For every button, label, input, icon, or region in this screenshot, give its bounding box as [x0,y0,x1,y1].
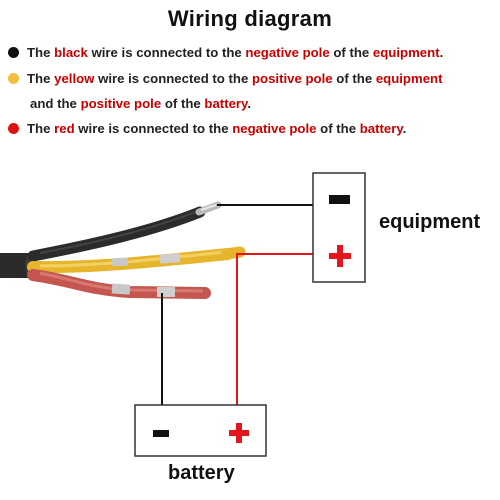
equipment-negative-icon [329,195,350,204]
legend-black-wire: The black wire is connected to the negat… [8,45,443,61]
yellow-lead-to-equipment-positive [236,253,313,405]
equipment-label: equipment [379,211,481,233]
legend-yellow-wire-cont: and the positive pole of the battery. [30,96,252,111]
yellow-wire-stripped-section [111,257,129,267]
battery-positive-icon [229,423,249,443]
yellow-dot-icon [8,73,19,84]
black-wire [27,206,206,262]
battery-label: battery [168,462,235,484]
legend-yellow-wire: The yellow wire is connected to the posi… [8,71,443,87]
diagram-title: Wiring diagram [167,6,333,31]
black-dot-icon [8,47,19,58]
equipment-positive-icon [329,245,351,267]
red-dot-icon [8,123,19,134]
legend-red-wire: The red wire is connected to the negativ… [8,121,406,137]
yellow-wire-end [220,246,246,260]
battery-negative-icon [153,430,169,437]
red-wire-stripped-section [111,283,131,295]
